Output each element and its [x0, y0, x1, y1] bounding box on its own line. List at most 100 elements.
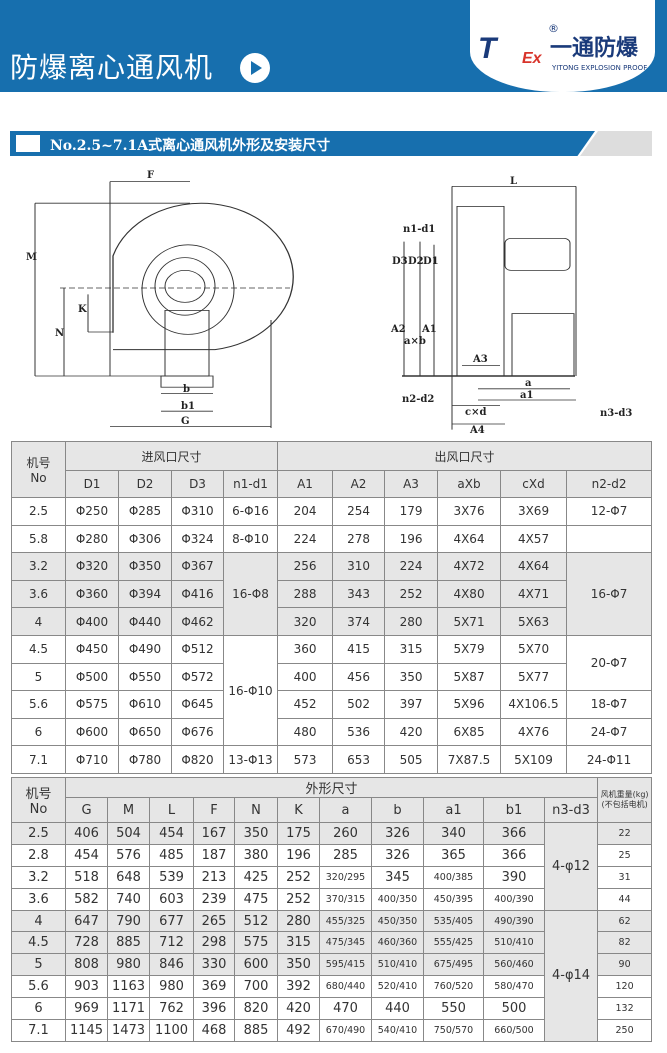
- outline-header: 外形尺寸: [64, 777, 599, 798]
- label-A2: A2: [390, 324, 406, 335]
- model-number: 6: [11, 997, 66, 1021]
- table-cell: 580/470: [483, 975, 545, 999]
- table-cell: 390: [483, 865, 545, 889]
- table-cell: 885: [234, 1019, 278, 1042]
- table-cell: 4X71: [500, 579, 568, 609]
- label-G: G: [181, 416, 190, 427]
- table-cell: 340: [423, 822, 484, 845]
- table-cell: 903: [65, 975, 108, 999]
- model-number: 4.5: [11, 931, 66, 955]
- model-number: 5.8: [11, 524, 66, 554]
- table-cell: 370/315: [319, 887, 372, 911]
- weight-cell: 82: [597, 931, 653, 955]
- label-cxd: c×d: [465, 407, 486, 418]
- table-cell: 224: [277, 524, 334, 554]
- table-cell: 326: [371, 843, 424, 867]
- table-cell: 330: [193, 953, 235, 977]
- table-cell: 350: [277, 953, 320, 977]
- table-cell: 455/325: [319, 909, 372, 933]
- table-cell: 653: [332, 745, 386, 774]
- table-cell: Φ500: [65, 662, 119, 692]
- table-cell: Φ710: [65, 745, 119, 774]
- table-cell: 885: [107, 931, 150, 955]
- table-cell: 555/425: [423, 931, 484, 955]
- table-cell: 252: [277, 865, 320, 889]
- table-cell: 213: [193, 865, 235, 889]
- weight-cell: 90: [597, 953, 653, 977]
- logo-chinese-name: 一通防爆: [550, 36, 639, 61]
- table-cell: Φ645: [171, 690, 224, 719]
- table-cell: 4-φ14: [543, 909, 599, 1042]
- table-cell: 280: [277, 909, 320, 933]
- table-cell: 740: [107, 887, 150, 911]
- table-cell: 18-Φ7: [566, 690, 653, 719]
- table-cell: 573: [277, 745, 334, 774]
- table-cell: 540/410: [371, 1019, 424, 1042]
- label-A1: A1: [421, 324, 437, 335]
- table-cell: 350: [234, 822, 278, 845]
- weight-cell: 120: [597, 975, 653, 999]
- table-cell: Φ394: [118, 579, 172, 609]
- table-cell: 5X79: [437, 634, 502, 664]
- label-A3: A3: [472, 354, 488, 365]
- table-cell: 603: [149, 887, 194, 911]
- model-number: 4.5: [11, 634, 66, 664]
- table-cell: 5X109: [500, 745, 568, 774]
- table-cell: 677: [149, 909, 194, 933]
- table-cell: 3X69: [500, 497, 568, 526]
- column-header: a1: [423, 797, 484, 823]
- table-cell: 4X80: [437, 579, 502, 609]
- table-cell: 420: [384, 717, 439, 747]
- label-D2: D2: [408, 256, 424, 267]
- weight-cell: 250: [597, 1019, 653, 1042]
- play-icon[interactable]: [240, 53, 270, 83]
- table-cell: Φ820: [171, 745, 224, 774]
- model-number: 4: [11, 607, 66, 636]
- table-cell: 680/440: [319, 975, 372, 999]
- table-cell: 366: [483, 822, 545, 845]
- weight-note: (不包括电机): [601, 800, 648, 809]
- table-cell: 492: [277, 1019, 320, 1042]
- table-cell: 502: [332, 690, 386, 719]
- table-cell: Φ285: [118, 497, 172, 526]
- fan-dimension-drawing: F M N K b b1 G L n1-d1 D3 D2 D1 A2 a×b A…: [26, 170, 632, 436]
- weight-cell: 62: [597, 909, 653, 933]
- table-cell: Φ450: [65, 634, 119, 664]
- weight-cell: 25: [597, 843, 653, 867]
- table-cell: 406: [65, 822, 108, 845]
- label-N: N: [55, 328, 64, 339]
- table-cell: 196: [384, 524, 439, 554]
- label-F: F: [147, 170, 154, 181]
- model-number: 3.2: [11, 865, 66, 889]
- table-cell: 320: [277, 607, 334, 636]
- table-cell: 512: [234, 909, 278, 933]
- table-cell: 454: [65, 843, 108, 867]
- table-cell: 298: [193, 931, 235, 955]
- table-cell: 452: [277, 690, 334, 719]
- table-cell: Φ575: [65, 690, 119, 719]
- table-cell: 187: [193, 843, 235, 867]
- table-cell: 480: [277, 717, 334, 747]
- model-number: 5: [11, 662, 66, 692]
- table-cell: 846: [149, 953, 194, 977]
- table-cell: 5X77: [500, 662, 568, 692]
- table-cell: 576: [107, 843, 150, 867]
- table-cell: 475/345: [319, 931, 372, 955]
- model-number: 6: [11, 717, 66, 747]
- table-cell: 420: [277, 997, 320, 1021]
- table-cell: 647: [65, 909, 108, 933]
- table-cell: 728: [65, 931, 108, 955]
- label-D3: D3: [392, 256, 408, 267]
- logo-ex: Ex: [522, 50, 542, 67]
- page-title: 防爆离心通风机: [10, 51, 214, 84]
- table-cell: 252: [277, 887, 320, 911]
